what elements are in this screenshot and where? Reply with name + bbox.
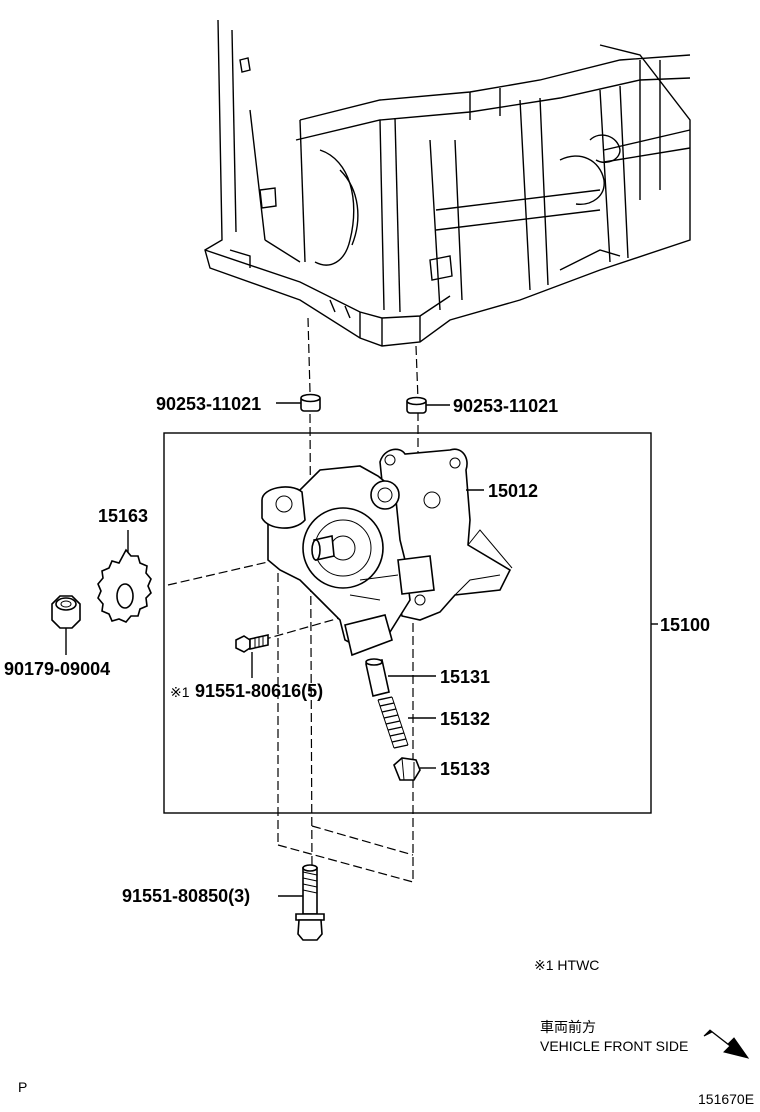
label-plug: 15133 xyxy=(440,759,490,779)
label-dowel-right: 90253-11021 xyxy=(453,396,558,416)
dowel-pin-right-part xyxy=(406,396,427,414)
note-front-jp: 車両前方 xyxy=(540,1019,596,1035)
label-pump-body: 15012 xyxy=(488,481,538,501)
leader-lines xyxy=(65,402,658,897)
front-direction-arrow-icon xyxy=(703,1029,750,1059)
alignment-lines xyxy=(167,317,419,883)
oil-pump-assembly-illustration xyxy=(261,448,513,657)
engine-block-illustration xyxy=(204,19,691,347)
label-bolt-note-mark: ※1 xyxy=(170,684,190,700)
drive-sprocket-part xyxy=(97,548,152,623)
relief-valve-part xyxy=(365,658,390,697)
note-htwc: ※1 HTWC xyxy=(534,957,599,973)
illustration-number: 151670E xyxy=(698,1091,754,1107)
note-front-en: VEHICLE FRONT SIDE xyxy=(540,1038,688,1054)
label-dowel-left: 90253-11021 xyxy=(156,394,261,414)
label-nut: 90179-09004 xyxy=(4,659,110,679)
small-bolt-part xyxy=(235,634,269,653)
label-bolt-small: 91551-80616(5) xyxy=(195,681,323,701)
relief-spring-part xyxy=(377,696,409,749)
long-bolt-part xyxy=(295,864,325,941)
label-pump-assy: 15100 xyxy=(660,615,710,635)
label-spring: 15132 xyxy=(440,709,490,729)
label-valve: 15131 xyxy=(440,667,490,687)
assembly-frame xyxy=(163,432,652,814)
label-sprocket: 15163 xyxy=(98,506,148,526)
page-mark: P xyxy=(18,1079,27,1095)
label-bolt-long: 91551-80850(3) xyxy=(122,886,250,906)
flange-nut-part xyxy=(51,595,81,629)
relief-plug-part xyxy=(393,757,421,781)
dowel-pin-left-part xyxy=(300,393,321,412)
